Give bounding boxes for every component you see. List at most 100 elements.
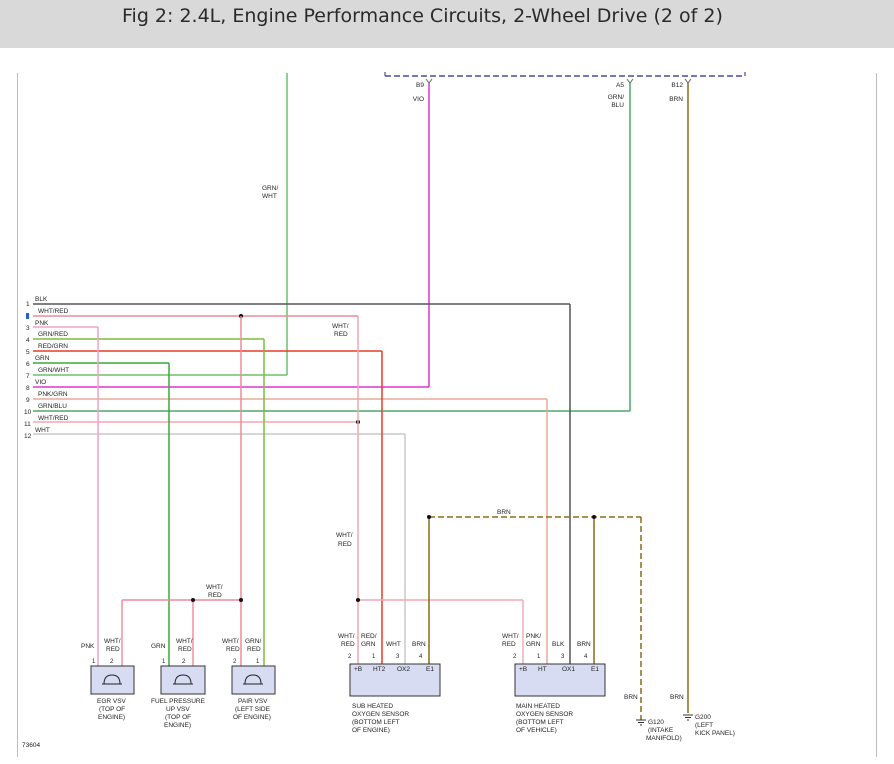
svg-text:+B: +B xyxy=(519,666,527,673)
title-bar: Fig 2: 2.4L, Engine Performance Circuits… xyxy=(0,0,894,48)
pin-arrow xyxy=(684,78,692,84)
svg-text:WHT/RED: WHT/RED xyxy=(104,638,121,653)
grn-wht-label: GRN/WHT xyxy=(262,185,278,200)
svg-text:4: 4 xyxy=(419,654,423,660)
svg-text:WHT/RED: WHT/RED xyxy=(222,638,240,653)
svg-text:HT2: HT2 xyxy=(373,666,386,673)
svg-text:VIO: VIO xyxy=(35,379,46,386)
wht-red-mid-label: WHT/RED xyxy=(332,323,349,338)
pin-arrow xyxy=(626,78,634,84)
junction-dot xyxy=(191,598,195,602)
svg-text:PNK/GRN: PNK/GRN xyxy=(38,391,68,398)
junction-dot xyxy=(592,515,596,519)
svg-text:3: 3 xyxy=(561,654,565,660)
svg-text:4: 4 xyxy=(584,654,588,660)
svg-text:WHT/RED: WHT/RED xyxy=(38,308,69,315)
svg-text:1: 1 xyxy=(372,654,376,660)
svg-text:OX2: OX2 xyxy=(397,666,410,673)
svg-text:GRN: GRN xyxy=(151,643,166,650)
svg-text:2: 2 xyxy=(233,659,237,665)
svg-text:GRN/WHT: GRN/WHT xyxy=(38,367,69,374)
svg-text:2: 2 xyxy=(182,659,186,665)
wht-red-low-label: WHT/RED xyxy=(336,532,353,548)
svg-text:10: 10 xyxy=(24,409,32,416)
svg-text:1: 1 xyxy=(256,659,260,665)
svg-text:HT: HT xyxy=(538,666,547,673)
wire-2-marker xyxy=(26,313,29,319)
svg-text:WHT/RED: WHT/RED xyxy=(38,415,69,422)
svg-text:BLK: BLK xyxy=(552,641,565,648)
brn-top-label: BRN xyxy=(497,509,511,516)
svg-text:GRN/RED: GRN/RED xyxy=(245,638,261,653)
svg-text:3: 3 xyxy=(26,325,30,332)
svg-text:WHT/RED: WHT/RED xyxy=(502,633,519,648)
svg-text:2: 2 xyxy=(110,659,114,665)
svg-text:2: 2 xyxy=(513,654,517,660)
svg-text:E1: E1 xyxy=(591,666,599,673)
svg-text:GRN/BLU: GRN/BLU xyxy=(38,403,67,410)
svg-text:BRN: BRN xyxy=(670,694,684,701)
svg-text:8: 8 xyxy=(26,385,30,392)
svg-text:6: 6 xyxy=(26,361,30,368)
svg-text:3: 3 xyxy=(396,654,400,660)
svg-text:RED/GRN: RED/GRN xyxy=(38,343,68,350)
pin-b9-label: B9 xyxy=(416,82,424,89)
svg-text:WHT: WHT xyxy=(35,427,50,434)
pin-arrow xyxy=(425,78,433,84)
svg-text:9: 9 xyxy=(26,397,30,404)
svg-text:1: 1 xyxy=(92,659,96,665)
svg-text:11: 11 xyxy=(24,421,31,428)
svg-text:12: 12 xyxy=(24,433,32,440)
svg-text:1: 1 xyxy=(162,659,166,665)
page-title: Fig 2: 2.4L, Engine Performance Circuits… xyxy=(122,5,723,27)
svg-text:2: 2 xyxy=(348,654,352,660)
junction-dot xyxy=(356,598,360,602)
pin-a5-label: A5 xyxy=(616,82,624,89)
main-heated-oxygen-sensor: WHT/RED PNK/GRN BLK BRN 2 1 3 4 +B HT OX… xyxy=(502,633,606,734)
wht-red-vsv-label: WHT/RED xyxy=(206,584,223,599)
svg-text:+B: +B xyxy=(354,666,362,673)
svg-text:E1: E1 xyxy=(426,666,434,673)
svg-text:WHT/RED: WHT/RED xyxy=(176,638,193,653)
svg-text:GRN: GRN xyxy=(35,355,50,362)
svg-text:BRN: BRN xyxy=(577,641,591,648)
svg-text:1: 1 xyxy=(26,301,30,308)
svg-text:4: 4 xyxy=(26,337,30,344)
pin-b12-label: B12 xyxy=(671,82,683,89)
pin-b9-color: VIO xyxy=(413,96,424,103)
svg-text:GRN/RED: GRN/RED xyxy=(38,331,68,338)
diagram-frame xyxy=(17,73,877,757)
figure-id: 73604 xyxy=(22,742,40,749)
pin-b12-color: BRN xyxy=(669,96,683,103)
sub-heated-oxygen-sensor: WHT/RED RED/GRN WHT BRN 2 1 3 4 +B HT2 O… xyxy=(338,633,441,734)
svg-text:OX1: OX1 xyxy=(562,666,575,673)
svg-text:RED/GRN: RED/GRN xyxy=(361,633,377,648)
svg-text:7: 7 xyxy=(26,373,30,380)
svg-text:BRN: BRN xyxy=(624,694,638,701)
svg-text:BLK: BLK xyxy=(35,296,48,303)
svg-text:PNK: PNK xyxy=(81,643,95,650)
svg-text:5: 5 xyxy=(26,349,30,356)
svg-text:WHT/RED: WHT/RED xyxy=(338,633,355,648)
svg-text:1: 1 xyxy=(537,654,541,660)
svg-text:PNK: PNK xyxy=(35,320,49,327)
junction-dot xyxy=(239,598,243,602)
svg-text:PNK/GRN: PNK/GRN xyxy=(526,633,541,648)
junction-dot xyxy=(427,515,431,519)
pin-a5-color: GRN/BLU xyxy=(608,94,625,109)
svg-text:WHT: WHT xyxy=(386,641,401,648)
